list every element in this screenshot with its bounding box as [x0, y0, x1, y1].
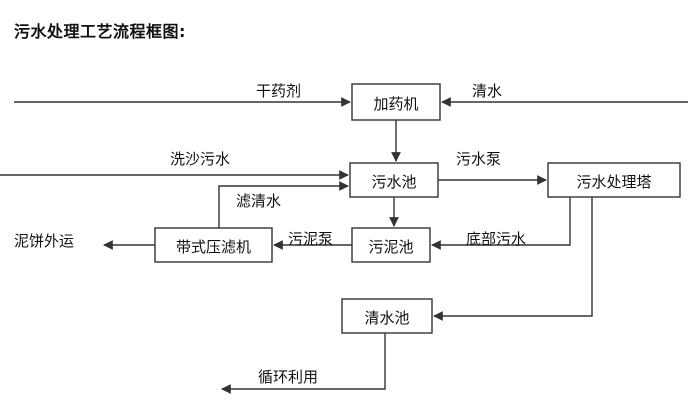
node-box-clear-pool[interactable]: [341, 298, 433, 334]
node-box-treatment-tower[interactable]: [547, 162, 681, 198]
page-title: 污水处理工艺流程框图:: [14, 22, 186, 41]
edge-clear-pool-to-recycle: [221, 333, 386, 394]
node-box-belt-press[interactable]: [154, 227, 273, 263]
node-box-dosing[interactable]: [351, 83, 441, 121]
node-box-sewage-pool[interactable]: [349, 162, 439, 198]
edge-filtrate-to-sewage-pool: [218, 181, 349, 228]
edge-tower-to-clear-pool: [433, 197, 593, 321]
edge-tower-to-sludge-pool: [431, 197, 571, 250]
node-box-sludge-pool[interactable]: [351, 227, 431, 263]
